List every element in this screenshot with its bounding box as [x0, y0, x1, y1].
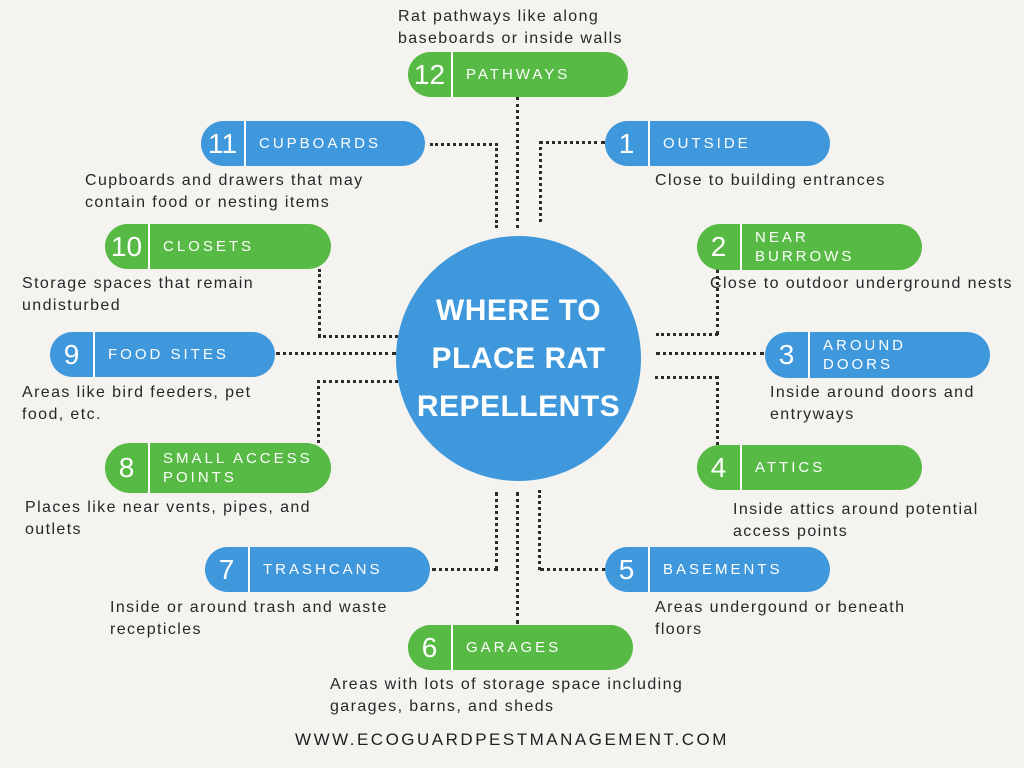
node-pill-trashcans: 7 TRASHCANS [205, 547, 430, 592]
connector-around-doors-horizontal [656, 352, 764, 355]
node-number: 3 [778, 339, 795, 370]
node-number: 8 [118, 452, 135, 483]
pill-divider [451, 52, 453, 97]
node-pill-small-access-points: 8 SMALL ACCESS POINTS [105, 443, 331, 493]
node-pill-food-sites: 9 FOOD SITES [50, 332, 275, 377]
connector-outside-vertical [539, 141, 542, 222]
connector-basements-vertical [538, 490, 541, 570]
node-pill-attics: 4 ATTICS [697, 445, 922, 490]
node-pill-near-burrows: 2 NEAR BURROWS [697, 224, 922, 270]
connector-pathways-vertical [516, 97, 519, 228]
pill-divider [148, 443, 150, 493]
node-number: 12 [413, 58, 446, 90]
node-pill-garages: 6 GARAGES [408, 625, 633, 670]
node-number: 9 [63, 338, 80, 370]
connector-basements-horizontal [540, 568, 606, 571]
node-label: SMALL ACCESS POINTS [163, 450, 313, 486]
connector-attics-vertical [716, 376, 719, 445]
node-pill-closets: 10 CLOSETS [105, 224, 331, 269]
node-number: 4 [710, 451, 727, 483]
pill-divider [451, 625, 453, 670]
connector-attics-horizontal [655, 376, 718, 379]
node-label: TRASHCANS [263, 561, 383, 578]
center-title-line-1: WHERE TO [435, 293, 602, 327]
connector-outside-horizontal [539, 141, 605, 144]
node-label: OUTSIDE [663, 135, 751, 152]
node-number: 2 [710, 231, 727, 262]
node-label: AROUND DOORS [823, 337, 907, 373]
node-number: 1 [618, 127, 635, 159]
connector-cupboards-vertical [495, 143, 498, 228]
center-circle: WHERE TO PLACE RAT REPELLENTS [396, 236, 641, 481]
node-description-around-doors: Inside around doors and entryways [770, 384, 975, 423]
node-pill-cupboards: 11 CUPBOARDS [201, 121, 425, 166]
node-label: GARAGES [466, 639, 562, 656]
connector-trashcans-vertical [495, 492, 498, 570]
node-description-trashcans: Inside or around trash and waste recepti… [110, 599, 388, 638]
connector-closets-vertical [318, 269, 321, 337]
pill-divider [148, 224, 150, 269]
pill-divider [93, 332, 95, 377]
node-description-small-access-points: Places like near vents, pipes, and outle… [25, 499, 311, 538]
node-description-pathways: Rat pathways like along baseboards or in… [398, 8, 623, 47]
node-description-garages: Areas with lots of storage space includi… [330, 676, 684, 715]
center-title-line-2: PLACE RAT [431, 341, 606, 375]
node-description-outside: Close to building entrances [655, 172, 886, 189]
website-url: WWW.ECOGUARDPESTMANAGEMENT.COM [295, 730, 729, 749]
center-title: WHERE TO PLACE RAT REPELLENTS [417, 287, 620, 431]
connector-cupboards-horizontal [430, 143, 498, 146]
pill-divider [648, 121, 650, 166]
node-number: 7 [218, 553, 235, 585]
pill-divider [248, 547, 250, 592]
connector-closets-horizontal [318, 335, 398, 338]
pill-divider [808, 332, 810, 378]
connector-small-access-vertical [317, 380, 320, 443]
connector-near-burrows-horizontal [656, 333, 718, 336]
node-description-food-sites: Areas like bird feeders, pet food, etc. [22, 384, 252, 423]
node-pill-around-doors: 3 AROUND DOORS [765, 332, 990, 378]
node-label: CUPBOARDS [259, 135, 382, 152]
node-pill-outside: 1 OUTSIDE [605, 121, 830, 166]
node-description-basements: Areas undergound or beneath floors [655, 599, 906, 638]
connector-garages-vertical [516, 492, 519, 624]
node-label: NEAR BURROWS [755, 229, 855, 265]
node-description-closets: Storage spaces that remain undisturbed [22, 275, 255, 314]
node-pill-pathways: 12 PATHWAYS [408, 52, 628, 97]
node-pill-basements: 5 BASEMENTS [605, 547, 830, 592]
node-description-cupboards: Cupboards and drawers that may contain f… [85, 172, 364, 211]
connector-food-sites-horizontal [276, 352, 396, 355]
pill-divider [740, 224, 742, 270]
connector-small-access-horizontal [317, 380, 398, 383]
node-label: BASEMENTS [663, 561, 783, 578]
node-label: FOOD SITES [108, 346, 229, 363]
node-number: 11 [207, 127, 238, 159]
node-number: 6 [421, 631, 438, 663]
node-description-attics: Inside attics around potential access po… [733, 501, 979, 540]
connector-near-burrows-vertical [716, 269, 719, 335]
node-number: 10 [110, 230, 143, 262]
center-title-line-3: REPELLENTS [416, 389, 621, 423]
connector-trashcans-horizontal [432, 568, 498, 571]
pill-divider [648, 547, 650, 592]
node-label: CLOSETS [163, 238, 255, 255]
pill-divider [740, 445, 742, 490]
pill-divider [244, 121, 246, 166]
node-label: ATTICS [755, 459, 826, 476]
node-number: 5 [618, 553, 635, 585]
node-label: PATHWAYS [466, 66, 571, 83]
node-description-near-burrows: Close to outdoor underground nests [710, 275, 1013, 292]
